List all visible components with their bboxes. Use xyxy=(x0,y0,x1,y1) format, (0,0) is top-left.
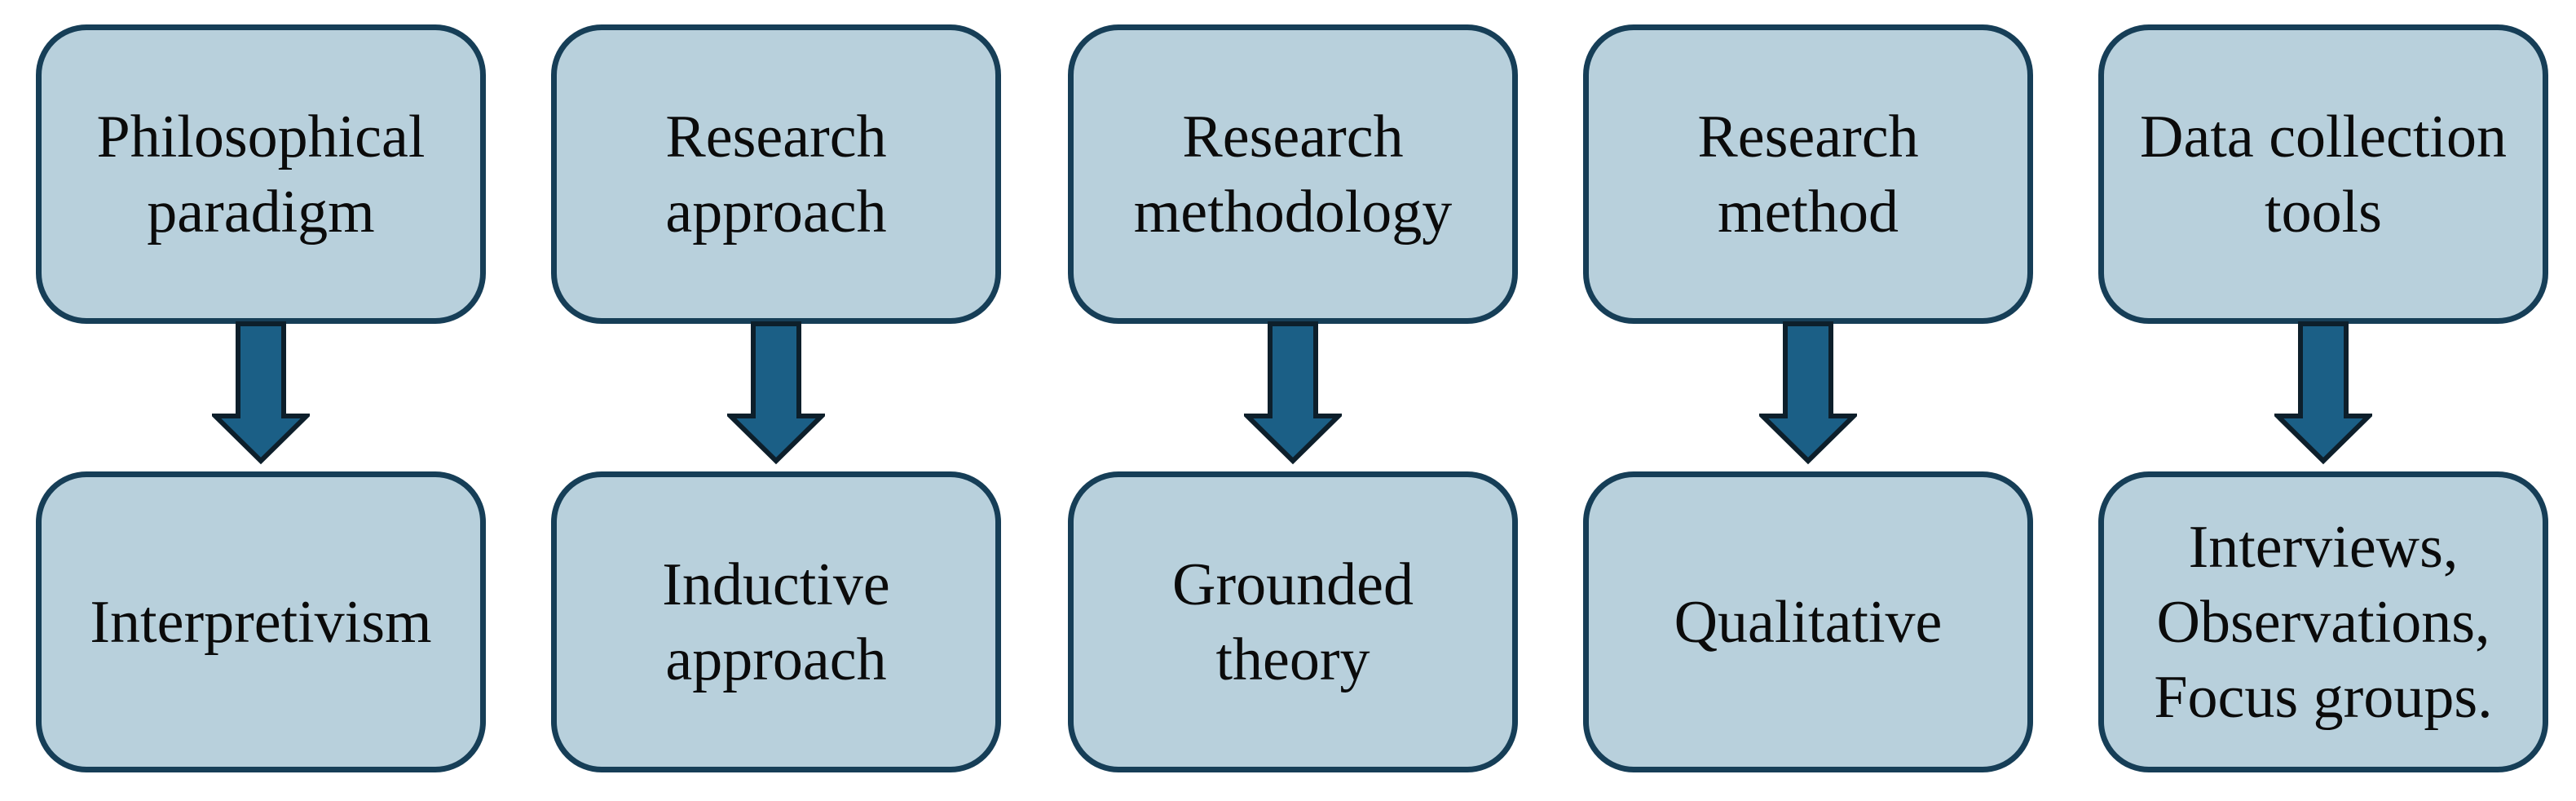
qualitative-box: Qualitative xyxy=(1583,471,2033,772)
grounded-theory-box: Grounded theory xyxy=(1068,471,1518,772)
research-method-box: Research method xyxy=(1583,24,2033,324)
down-arrow-icon xyxy=(1244,321,1342,465)
interviews-observations-focus-groups-box: Interviews, Observations, Focus groups. xyxy=(2098,471,2548,772)
inductive-approach-box: Inductive approach xyxy=(551,471,1001,772)
research-approach-box: Research approach xyxy=(551,24,1001,324)
down-arrow-icon xyxy=(727,321,825,465)
down-arrow-icon xyxy=(212,321,310,465)
philosophical-paradigm-box: Philosophical paradigm xyxy=(36,24,486,324)
down-arrow-icon xyxy=(1759,321,1857,465)
down-arrow-icon xyxy=(2274,321,2372,465)
research-methodology-box: Research methodology xyxy=(1068,24,1518,324)
interpretivism-box: Interpretivism xyxy=(36,471,486,772)
data-collection-tools-box: Data collection tools xyxy=(2098,24,2548,324)
